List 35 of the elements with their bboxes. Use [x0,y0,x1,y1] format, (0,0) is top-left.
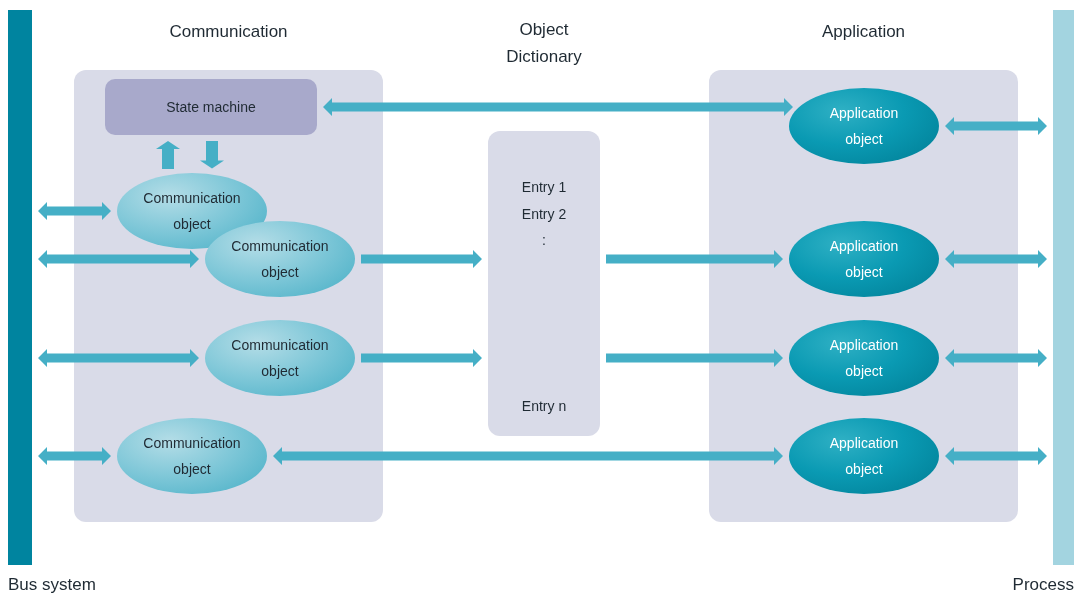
node-label: Communication object [230,336,330,381]
node-label: Application object [828,434,900,479]
arrow [361,349,482,367]
state-box [105,79,317,135]
column-heading: Application [820,21,907,43]
entry-label: Entry n [520,397,568,416]
arrow [156,141,180,169]
double-arrow [945,349,1047,367]
arrow [606,349,783,367]
double-arrow [945,447,1047,465]
node-label: Communication object [230,237,330,282]
node-label: Application object [828,104,900,149]
node-label: Application object [828,237,900,282]
double-arrow [323,98,793,116]
double-arrow [38,447,111,465]
entry-label: Entry 2 [520,205,568,224]
column-heading: Communication [168,21,289,43]
column-heading: Object Dictionary [505,19,583,68]
double-arrow [945,117,1047,135]
double-arrow [38,202,111,220]
double-arrow [38,349,199,367]
double-arrow [945,250,1047,268]
double-arrow [38,250,199,268]
entry-label: Entry 1 [520,178,568,197]
node-label: Communication object [142,434,242,479]
entry-label: : [541,231,547,250]
node-label: Communication object [142,189,242,234]
node-label: State machine [166,98,256,117]
node-label: Application object [828,336,900,381]
bar-label: Bus system [8,574,96,596]
double-arrow [273,447,783,465]
arrow [200,141,224,169]
arrow [606,250,783,268]
bar-label: Process [1012,574,1074,596]
arrow [361,250,482,268]
